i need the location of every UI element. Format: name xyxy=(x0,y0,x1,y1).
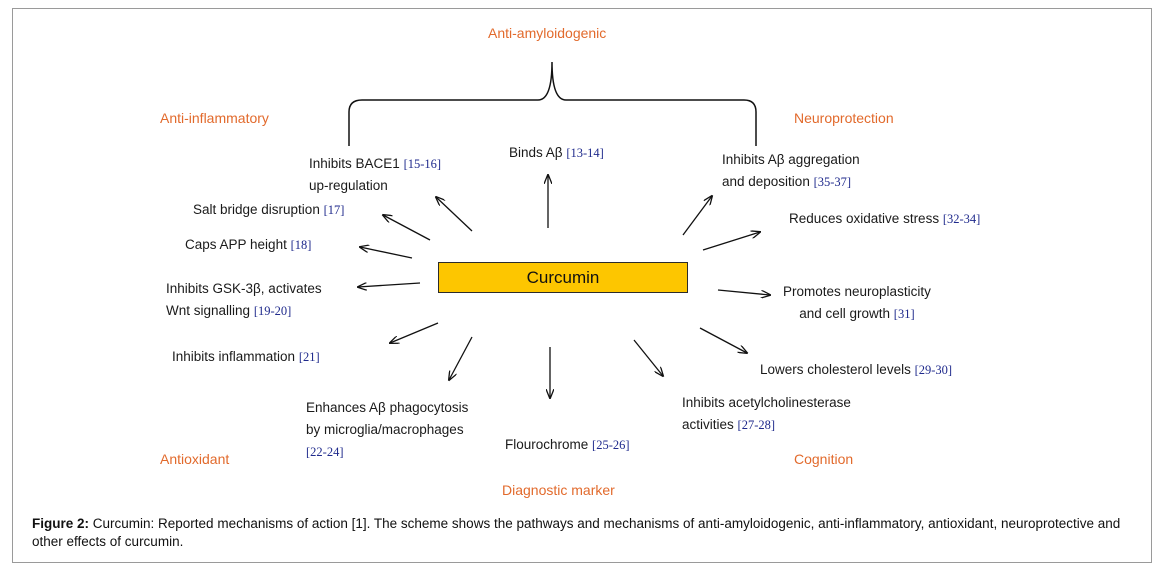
reference: [22-24] xyxy=(306,445,344,459)
mechanism-inflammation: Inhibits inflammation [21] xyxy=(172,346,320,368)
mechanism-phagocytosis: Enhances Aβ phagocytosis by microglia/ma… xyxy=(306,397,468,463)
curcumin-box: Curcumin xyxy=(438,262,688,293)
mechanism-acetylcholinesterase: Inhibits acetylcholinesterase activities… xyxy=(682,392,851,436)
arrow-gsk xyxy=(358,282,421,287)
mechanism-text: up-regulation xyxy=(309,178,388,193)
mechanism-text: Inhibits inflammation xyxy=(172,349,296,364)
reference: [31] xyxy=(893,307,915,321)
reference: [17] xyxy=(323,203,345,217)
mechanism-text: Salt bridge disruption xyxy=(193,202,320,217)
arrow-ache xyxy=(633,339,663,376)
reference: [29-30] xyxy=(914,363,953,377)
arrow-neuroplasticity xyxy=(717,289,770,295)
arrow-aggregation xyxy=(682,196,712,236)
arrow-inflammation xyxy=(390,322,439,343)
category-anti-amyloidogenic: Anti-amyloidogenic xyxy=(488,25,607,41)
mechanism-text: Promotes neuroplasticity xyxy=(783,284,931,299)
reference: [21] xyxy=(298,350,320,364)
reference: [13-14] xyxy=(566,146,604,160)
arrow-bace1 xyxy=(436,197,473,232)
caption-label: Figure 2: xyxy=(32,516,90,531)
reference: [19-20] xyxy=(253,304,292,318)
category-cognition: Cognition xyxy=(794,451,854,467)
mechanism-aggregation: Inhibits Aβ aggregation and deposition [… xyxy=(722,149,860,193)
mechanism-text: Binds Aβ xyxy=(509,145,563,160)
mechanism-text: Inhibits acetylcholinesterase xyxy=(682,395,851,410)
category-diagnostic-marker: Diagnostic marker xyxy=(502,482,615,498)
arrow-cholesterol xyxy=(699,327,747,353)
mechanism-text: Caps APP height xyxy=(185,237,287,252)
mechanism-gsk: Inhibits GSK-3β, activates Wnt signallin… xyxy=(166,278,322,322)
mechanism-text: Inhibits Aβ aggregation xyxy=(722,152,860,167)
mechanism-oxidative-stress: Reduces oxidative stress [32-34] xyxy=(789,208,980,230)
mechanism-neuroplasticity: Promotes neuroplasticity and cell growth… xyxy=(783,281,931,325)
figure-caption: Figure 2: Curcumin: Reported mechanisms … xyxy=(32,515,1142,551)
reference: [27-28] xyxy=(737,418,776,432)
amyloid-brace xyxy=(348,61,757,146)
caption-text: Curcumin: Reported mechanisms of action … xyxy=(32,516,1121,549)
mechanism-cholesterol: Lowers cholesterol levels [29-30] xyxy=(760,359,952,381)
mechanism-text: and cell growth xyxy=(799,306,891,321)
mechanism-fluorochrome: Flourochrome [25-26] xyxy=(505,434,630,456)
arrow-phagocytosis xyxy=(449,336,473,380)
mechanism-caps-app: Caps APP height [18] xyxy=(185,234,311,256)
category-antioxidant: Antioxidant xyxy=(160,451,230,467)
category-neuroprotection: Neuroprotection xyxy=(794,110,894,126)
mechanism-text: Inhibits GSK-3β, activates xyxy=(166,281,322,296)
reference: [35-37] xyxy=(813,175,852,189)
arrow-salt xyxy=(383,215,431,241)
mechanism-text: activities xyxy=(682,417,734,432)
mechanism-salt-bridge: Salt bridge disruption [17] xyxy=(193,199,344,221)
arrow-oxidative xyxy=(702,232,760,251)
mechanism-text: Reduces oxidative stress xyxy=(789,211,940,226)
mechanism-text: by microglia/macrophages xyxy=(306,422,464,437)
mechanism-text: Lowers cholesterol levels xyxy=(760,362,911,377)
mechanism-binds: Binds Aβ [13-14] xyxy=(509,142,604,164)
reference: [25-26] xyxy=(592,438,630,452)
arrow-caps xyxy=(360,247,413,259)
curcumin-label: Curcumin xyxy=(526,267,600,287)
reference: [15-16] xyxy=(403,157,442,171)
mechanism-text: Inhibits BACE1 xyxy=(309,156,400,171)
mechanism-bace1: Inhibits BACE1 [15-16] up-regulation xyxy=(309,153,441,197)
reference: [18] xyxy=(290,238,312,252)
mechanism-text: and deposition xyxy=(722,174,810,189)
mechanism-text: Wnt signalling xyxy=(166,303,251,318)
mechanism-text: Flourochrome xyxy=(505,437,589,452)
category-anti-inflammatory: Anti-inflammatory xyxy=(160,110,269,126)
reference: [32-34] xyxy=(942,212,981,226)
mechanism-text: Enhances Aβ phagocytosis xyxy=(306,400,469,415)
